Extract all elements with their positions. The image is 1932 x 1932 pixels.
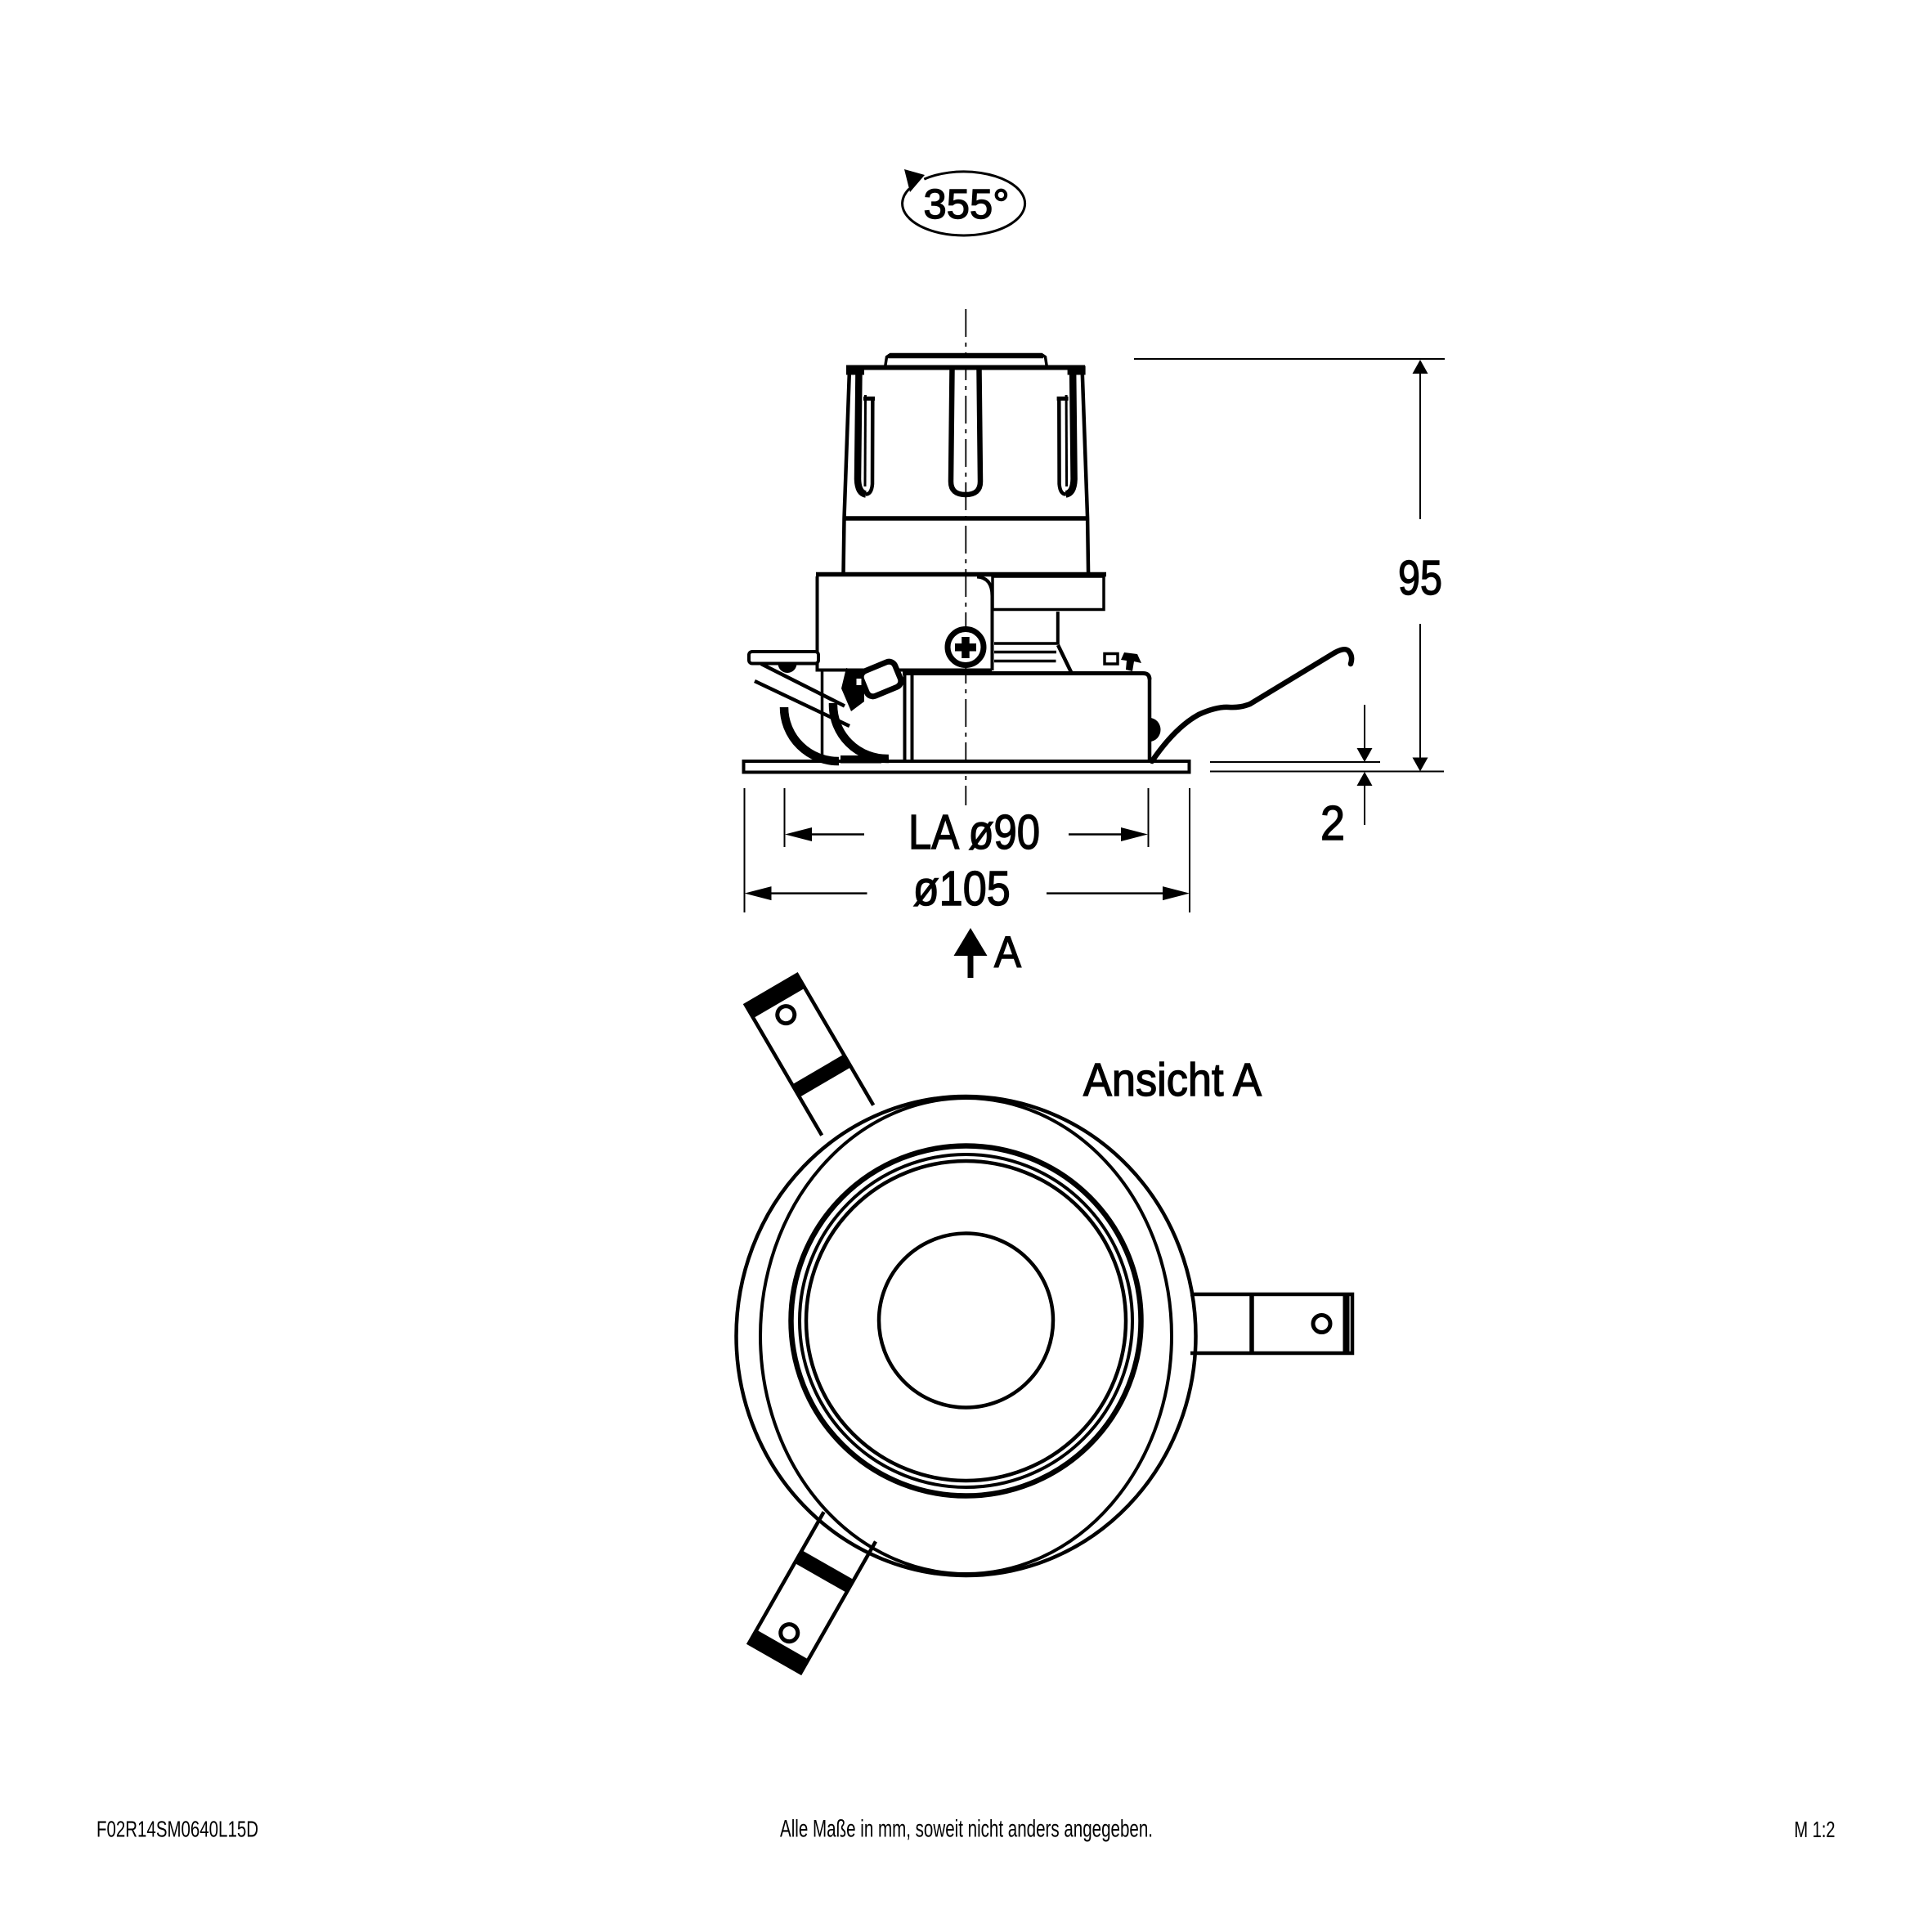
svg-text:Ansicht A: Ansicht A xyxy=(1083,1054,1262,1105)
svg-text:F02R14SM0640L15D: F02R14SM0640L15D xyxy=(96,1817,258,1842)
svg-text:95: 95 xyxy=(1398,551,1442,605)
svg-text:A: A xyxy=(994,928,1021,977)
svg-text:ø105: ø105 xyxy=(913,862,1011,916)
svg-text:355°: 355° xyxy=(924,181,1010,227)
svg-text:Alle Maße in mm, soweit nicht: Alle Maße in mm, soweit nicht anders ang… xyxy=(780,1815,1153,1842)
svg-text:2: 2 xyxy=(1320,796,1345,850)
svg-text:M 1:2: M 1:2 xyxy=(1795,1817,1836,1842)
svg-text:LA ø90: LA ø90 xyxy=(908,805,1040,859)
